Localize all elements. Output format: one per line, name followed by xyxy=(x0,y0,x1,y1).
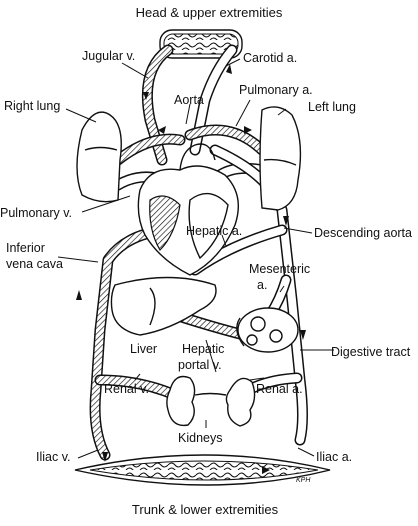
heart xyxy=(137,143,239,276)
label-liver: Liver xyxy=(130,342,157,356)
label-descending-aorta: Descending aorta xyxy=(314,226,412,240)
label-pulmonary-v: Pulmonary v. xyxy=(0,206,72,220)
artist-signature: KPH xyxy=(296,477,311,484)
label-carotid-a: Carotid a. xyxy=(243,51,297,65)
label-mesenteric-a: a. xyxy=(257,278,267,292)
left-lung xyxy=(259,106,302,211)
arrow-jugular xyxy=(143,92,149,100)
label-left-lung: Left lung xyxy=(308,100,356,114)
label-hepatic: Hepatic xyxy=(182,342,224,356)
label-iliac-a: Iliac a. xyxy=(316,450,352,464)
arrow-carotid xyxy=(226,64,232,74)
labels: Head & upper extremities Trunk & lower e… xyxy=(0,5,412,517)
arrow-aorta-left xyxy=(158,126,166,134)
label-vena-cava: vena cava xyxy=(6,257,63,271)
arrow-pulmonary-right xyxy=(244,126,252,134)
label-renal-a: Renal a. xyxy=(256,382,303,396)
arrow-iliac-left xyxy=(102,452,108,462)
label-mesenteric: Mesenteric xyxy=(249,262,310,276)
label-kidneys: Kidneys xyxy=(178,431,222,445)
arrow-descending-lower xyxy=(300,330,306,340)
digestive-tract xyxy=(236,307,299,353)
arrow-ivc xyxy=(76,290,82,300)
label-aorta: Aorta xyxy=(174,93,204,107)
label-pulmonary-a: Pulmonary a. xyxy=(239,83,313,97)
label-digestive-tract: Digestive tract xyxy=(331,345,411,359)
title-trunk-lower-extremities: Trunk & lower extremities xyxy=(132,502,279,517)
arrow-descending xyxy=(283,216,289,226)
label-inferior: Inferior xyxy=(6,241,45,255)
label-iliac-v: Iliac v. xyxy=(36,450,71,464)
label-right-lung: Right lung xyxy=(4,99,60,113)
label-portal-v: portal v. xyxy=(178,358,222,372)
label-jugular-v: Jugular v. xyxy=(82,49,135,63)
liver xyxy=(110,276,217,336)
label-renal-v: Renal v. xyxy=(104,382,149,396)
title-head-upper-extremities: Head & upper extremities xyxy=(136,5,283,20)
arrow-iliac-right xyxy=(262,466,270,474)
label-hepatic-a: Hepatic a. xyxy=(186,224,242,238)
trunk-capillary-bed xyxy=(74,454,331,486)
flow-arrows xyxy=(76,64,306,474)
leader-lines xyxy=(57,58,334,459)
kidneys xyxy=(166,375,256,427)
head-capillary-bed xyxy=(159,29,243,59)
right-lung xyxy=(76,111,122,203)
